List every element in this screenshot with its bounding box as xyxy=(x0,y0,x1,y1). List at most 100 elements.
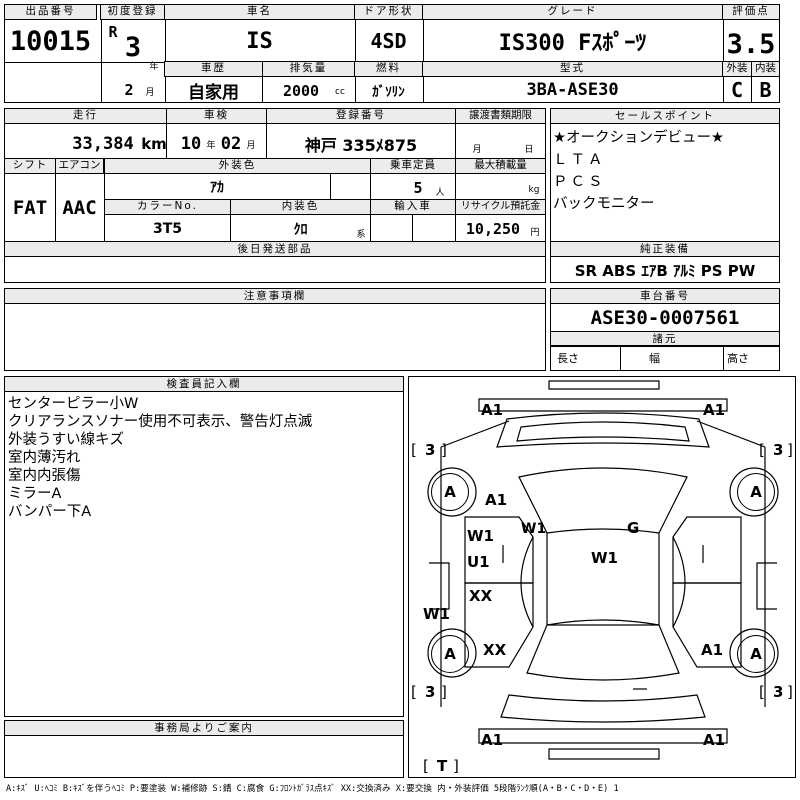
inspector-note: 室内内張傷 xyxy=(8,468,81,484)
sales-points-block: セールスポイント ★オークションデビュー★ ＬＴＡ ＰＣＳ バックモニター xyxy=(550,108,780,242)
legend: A:ｷｽﾞ U:ﾍｺﾐ B:ｷｽﾞを伴うﾍｺﾐ P:要塗装 W:補修跡 S:錆 … xyxy=(6,784,619,794)
equipment: SR ABS ｴｱB ｱﾙﾐ PS PW xyxy=(574,261,756,280)
score-label: 評価点 xyxy=(722,4,780,20)
inspector-note: センターピラー小W xyxy=(8,396,139,412)
model-code: 3BA-ASE30 xyxy=(526,80,619,100)
aircon-label: エアコン xyxy=(55,158,104,174)
color-no-label: カラーNo. xyxy=(104,199,231,215)
later-parts-block: 後日発送部品 xyxy=(4,241,546,283)
interior-label: 内装 xyxy=(751,61,780,77)
chassis-label: 車台番号 xyxy=(551,289,779,304)
mark-rear-left: A1 xyxy=(481,731,504,749)
tire-score-fl-close: ] xyxy=(441,441,447,459)
later-parts-label: 後日発送部品 xyxy=(5,242,545,257)
registration-label: 登録番号 xyxy=(266,108,456,124)
divider xyxy=(166,108,167,160)
inspector-note: 室内薄汚れ xyxy=(8,450,81,466)
dims-height: 高さ xyxy=(727,352,749,365)
divider xyxy=(330,174,331,200)
history: 自家用 xyxy=(188,82,239,103)
inspector-note: ミラーA xyxy=(8,486,62,502)
divider xyxy=(723,346,724,370)
displacement-label: 排気量 xyxy=(262,61,355,77)
history-label: 車歴 xyxy=(164,61,263,77)
interior-color: ｸﾛ xyxy=(293,221,308,238)
divider xyxy=(55,158,56,242)
month-unit: 月 xyxy=(145,87,155,98)
mark-roof: W1 xyxy=(591,549,618,567)
divider xyxy=(230,199,231,242)
import-label: 輸入車 xyxy=(370,199,456,215)
mark-rear-door: XX xyxy=(469,587,493,605)
notes-block: 注意事項欄 xyxy=(4,288,546,371)
capacity-label: 乗車定員 xyxy=(370,158,456,174)
mark-front-left: A1 xyxy=(481,401,504,419)
transfer-month-unit: 月 xyxy=(472,144,482,155)
car-name-label: 車名 xyxy=(164,4,355,20)
shift-label: シフト xyxy=(4,158,56,174)
era: R xyxy=(108,23,118,41)
tire-score-fr: 3 xyxy=(773,441,784,459)
car-diagram: A1 A1 A1 W1 W1 U1 G W1 XX W1 XX A1 A1 A1… xyxy=(408,376,796,778)
tire-score-rr: 3 xyxy=(773,683,784,701)
exterior-grade: C xyxy=(730,78,744,102)
inspection-month-unit: 月 xyxy=(246,140,256,151)
mark-front-door-dent: U1 xyxy=(467,553,490,571)
sales-point-item: ＰＣＳ xyxy=(553,174,606,190)
dims-label: 諸元 xyxy=(551,331,779,346)
capacity: 5 xyxy=(413,179,423,197)
mileage: 33,384 xyxy=(72,134,134,154)
tire-score-rl-close: ] xyxy=(441,683,447,701)
tire-front-right: A xyxy=(737,473,775,511)
mark-windshield: G xyxy=(627,519,640,537)
inspector-block: 検査員記入欄 センターピラー小W クリアランスソナー使用不可表示、警告灯点滅 外… xyxy=(4,376,404,717)
inspector-notes: センターピラー小W クリアランスソナー使用不可表示、警告灯点滅 外装うすい線キズ… xyxy=(8,395,312,521)
divider xyxy=(751,77,752,103)
mark-center-pillar: W1 xyxy=(521,521,547,537)
mark-rear-right: A1 xyxy=(701,641,724,659)
tire-score-rl-open: [ xyxy=(411,683,417,701)
car-outline-svg xyxy=(427,380,779,760)
grade-label: グレード xyxy=(422,4,723,20)
aircon: AAC xyxy=(62,197,97,219)
transfer-label: 譲渡書類期限 xyxy=(455,108,546,124)
tire-score-fr-open: [ xyxy=(759,441,765,459)
mark-quarter: XX xyxy=(483,641,507,659)
inspector-label: 検査員記入欄 xyxy=(5,377,403,392)
car-name: IS xyxy=(246,28,273,54)
office-label: 事務局よりご案内 xyxy=(5,721,403,736)
tire-score-back: T xyxy=(437,757,448,775)
first-registration-label: 初度登録 xyxy=(100,4,165,20)
mileage-label: 走行 xyxy=(4,108,167,124)
year-unit: 年 xyxy=(149,61,159,72)
dims-width: 幅 xyxy=(649,352,660,365)
recycle-unit: 円 xyxy=(530,227,540,238)
model-label: 型式 xyxy=(422,61,723,77)
dims-length: 長さ xyxy=(557,352,579,365)
divider xyxy=(412,215,413,242)
door-label: ドア形状 xyxy=(354,4,423,20)
max-load-unit: kg xyxy=(528,185,540,195)
recycle-fee: 10,250 xyxy=(465,220,521,238)
notes-label: 注意事項欄 xyxy=(5,289,545,304)
tire-rear-left: A xyxy=(431,635,469,673)
interior-grade: B xyxy=(759,78,772,102)
shift: FAT xyxy=(12,197,48,219)
transfer-day-unit: 日 xyxy=(524,144,534,155)
inspector-note: バンパー下A xyxy=(8,504,92,520)
chassis-number: ASE30-0007561 xyxy=(590,307,740,329)
door-type: 4SD xyxy=(370,29,407,53)
color-no: 3T5 xyxy=(152,220,183,237)
sales-point-item: バックモニター xyxy=(553,196,655,212)
sales-points-label: セールスポイント xyxy=(551,109,779,124)
tire-score-fr-close: ] xyxy=(787,441,793,459)
color-label: 外装色 xyxy=(104,158,371,174)
fuel-label: 燃料 xyxy=(354,61,423,77)
tire-score-fl: 3 xyxy=(425,441,436,459)
divider xyxy=(455,108,456,160)
divider xyxy=(620,346,621,370)
tire-rear-right: A xyxy=(737,635,775,673)
tire-score-fl-open: [ xyxy=(411,441,417,459)
chassis-block: 車台番号 ASE30-0007561 諸元 長さ 幅 高さ xyxy=(550,288,780,371)
divider xyxy=(551,346,779,347)
